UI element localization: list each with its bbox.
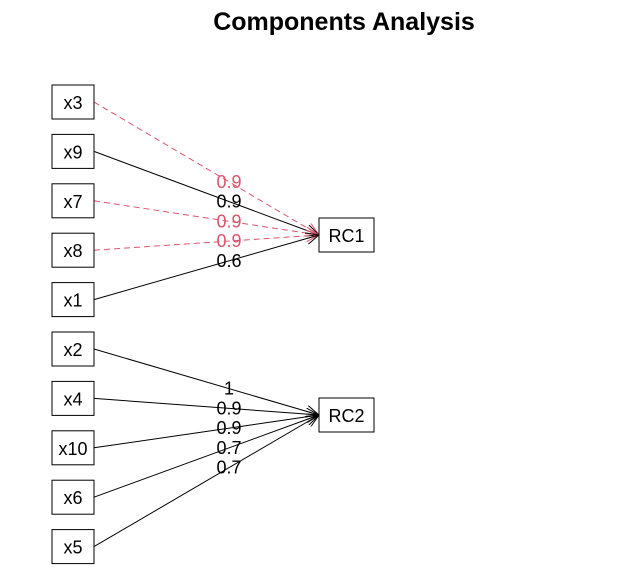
page-title: Components Analysis bbox=[213, 8, 475, 36]
variable-box-x6 bbox=[51, 479, 95, 515]
component-label-RC1: RC1 bbox=[328, 226, 364, 246]
variable-node-x1: x1 bbox=[51, 282, 95, 318]
loading-arrow-x10-RC2 bbox=[93, 415, 319, 449]
loading-label-x2-RC2: 1 bbox=[224, 379, 234, 399]
loading-label-x6-RC2: 0.7 bbox=[216, 438, 241, 458]
loading-label-x7-RC1: 0.9 bbox=[216, 211, 241, 231]
loading-arrow-x8-RC1 bbox=[93, 235, 319, 251]
variable-box-x5 bbox=[51, 529, 95, 565]
variable-box-x1 bbox=[51, 282, 95, 318]
variable-label-x1: x1 bbox=[63, 291, 82, 311]
component-node-RC2: RC2 bbox=[318, 397, 375, 433]
variable-box-x8 bbox=[51, 232, 95, 268]
loading-label-x5-RC2: 0.7 bbox=[216, 458, 241, 478]
variable-node-x4: x4 bbox=[51, 380, 95, 416]
loading-arrow-x7-RC1 bbox=[93, 200, 319, 235]
variable-label-x5: x5 bbox=[63, 538, 82, 558]
loading-arrow-x2-RC2 bbox=[93, 348, 319, 415]
variable-label-x2: x2 bbox=[63, 340, 82, 360]
variable-box-x10 bbox=[51, 430, 95, 466]
variable-label-x7: x7 bbox=[63, 192, 82, 212]
loading-label-x8-RC1: 0.9 bbox=[216, 231, 241, 251]
variable-box-x9 bbox=[51, 133, 95, 169]
loading-arrow-x1-RC1 bbox=[93, 235, 319, 301]
loading-label-x1-RC1: 0.6 bbox=[216, 251, 241, 271]
loading-label-x9-RC1: 0.9 bbox=[216, 192, 241, 212]
variable-label-x9: x9 bbox=[63, 142, 82, 162]
variable-node-x6: x6 bbox=[51, 479, 95, 515]
variable-node-x8: x8 bbox=[51, 232, 95, 268]
loading-labels: 0.90.90.90.90.610.90.90.70.7 bbox=[216, 172, 241, 478]
variable-node-x3: x3 bbox=[51, 84, 95, 120]
loading-arrow-x4-RC2 bbox=[93, 397, 319, 415]
variable-label-x4: x4 bbox=[63, 389, 82, 409]
variable-box-x2 bbox=[51, 331, 95, 367]
variable-box-x4 bbox=[51, 380, 95, 416]
variable-box-x3 bbox=[51, 84, 95, 120]
variable-node-x9: x9 bbox=[51, 133, 95, 169]
loading-label-x4-RC2: 0.9 bbox=[216, 398, 241, 418]
component-label-RC2: RC2 bbox=[328, 406, 364, 426]
loading-arrow-x9-RC1 bbox=[93, 150, 319, 235]
variable-label-x10: x10 bbox=[58, 439, 87, 459]
variable-box-x7 bbox=[51, 183, 95, 219]
variable-node-x10: x10 bbox=[51, 430, 95, 466]
loading-arrow-x5-RC2 bbox=[93, 415, 319, 548]
variable-label-x6: x6 bbox=[63, 488, 82, 508]
loading-edges bbox=[93, 101, 319, 548]
variable-node-x7: x7 bbox=[51, 183, 95, 219]
variable-node-x5: x5 bbox=[51, 529, 95, 565]
loading-label-x3-RC1: 0.9 bbox=[216, 172, 241, 192]
loading-arrow-x6-RC2 bbox=[93, 415, 319, 498]
variable-node-x2: x2 bbox=[51, 331, 95, 367]
loading-arrow-x3-RC1 bbox=[93, 101, 319, 235]
component-box-RC1 bbox=[318, 217, 375, 253]
loading-label-x10-RC2: 0.9 bbox=[216, 418, 241, 438]
component-node-RC1: RC1 bbox=[318, 217, 375, 253]
variable-label-x8: x8 bbox=[63, 241, 82, 261]
variable-label-x3: x3 bbox=[63, 93, 82, 113]
component-box-RC2 bbox=[318, 397, 375, 433]
